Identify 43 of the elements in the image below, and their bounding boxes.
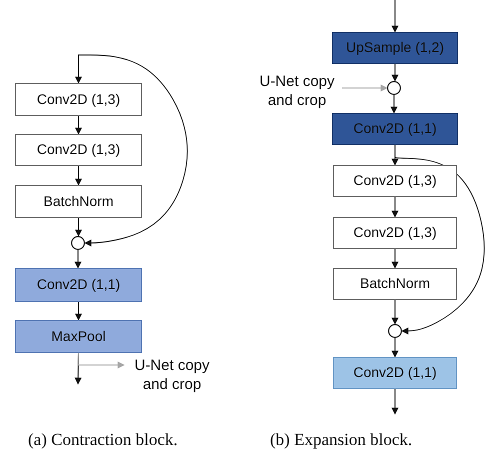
arrow: [392, 196, 398, 218]
arrow: [75, 166, 82, 186]
arrow: [392, 248, 398, 269]
arrow: [75, 116, 82, 135]
arrow: [392, 0, 398, 33]
layer-label: UpSample (1,2): [346, 39, 444, 57]
layer-box: [332, 32, 458, 64]
arrow: [74, 250, 82, 269]
layer-label: Conv2D (1,3): [36, 90, 120, 108]
layer-label: Conv2D (1,1): [353, 120, 437, 138]
layer-label: Conv2D (1,1): [36, 276, 120, 294]
arrow: [392, 300, 398, 325]
layer-box: [333, 268, 457, 300]
layer-label: Conv2D (1,1): [353, 364, 437, 382]
arrow: [75, 218, 82, 237]
layer-label: U-Net copy and crop: [258, 73, 336, 111]
arrow: [392, 64, 398, 82]
subfigure-caption: (b) Expansion block.: [270, 430, 412, 450]
arrow: [390, 94, 398, 114]
arrow: [77, 352, 125, 368]
layer-label: Conv2D (1,3): [353, 224, 437, 242]
layer-box: [333, 217, 457, 249]
layer-box: [15, 268, 142, 302]
layer-box: [15, 320, 142, 353]
layer-box: [333, 357, 457, 389]
layer-box: [332, 113, 458, 145]
subfigure-caption: (a) Contraction block.: [28, 430, 178, 450]
arrow: [78, 54, 188, 246]
layer-label: Conv2D (1,3): [36, 141, 120, 159]
layer-label: BatchNorm: [43, 192, 114, 210]
layer-label: MaxPool: [51, 328, 106, 346]
arrow: [75, 54, 82, 84]
layer-box: [15, 134, 142, 166]
arrow: [392, 388, 398, 415]
layer-box: [15, 185, 142, 218]
arrow: [342, 84, 388, 92]
arrow: [75, 302, 82, 321]
layer-label: U-Net copy and crop: [133, 357, 211, 395]
layer-label: Conv2D (1,3): [353, 172, 437, 190]
layer-box: [15, 83, 142, 116]
layer-label: BatchNorm: [360, 275, 430, 293]
arrow: [392, 338, 398, 358]
layer-box: [333, 165, 457, 197]
